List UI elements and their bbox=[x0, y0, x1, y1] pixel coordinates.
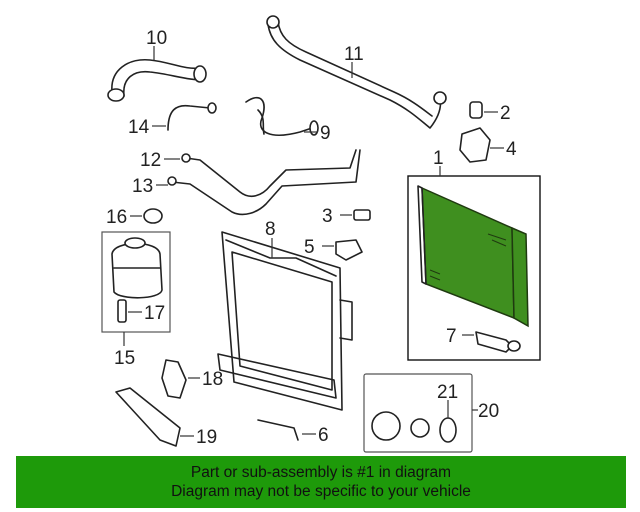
part-7-drain-plug bbox=[475, 331, 521, 353]
part-15-reservoir bbox=[111, 237, 163, 299]
callout-1: 1 bbox=[433, 148, 444, 169]
part-5-bracket bbox=[335, 239, 363, 261]
callout-10: 10 bbox=[146, 28, 167, 49]
banner-line-2: Diagram may not be specific to your vehi… bbox=[171, 483, 471, 500]
callout-20: 20 bbox=[478, 401, 499, 422]
part-10-upper-hose bbox=[107, 59, 207, 102]
callout-5: 5 bbox=[304, 237, 315, 258]
part-18-valve bbox=[161, 359, 187, 399]
part-12-13-pipes bbox=[167, 149, 361, 216]
callout-12: 12 bbox=[140, 150, 161, 171]
callout-7: 7 bbox=[446, 326, 457, 347]
part-2-sensor bbox=[469, 101, 483, 119]
callout-3: 3 bbox=[322, 206, 333, 227]
banner-line-1: Part or sub-assembly is #1 in diagram bbox=[190, 464, 452, 481]
callout-13: 13 bbox=[132, 176, 153, 197]
callout-11: 11 bbox=[344, 44, 364, 65]
callout-14: 14 bbox=[128, 117, 150, 138]
part-9-hose bbox=[245, 96, 319, 136]
group-box-1 bbox=[407, 175, 541, 361]
callout-16: 16 bbox=[106, 207, 127, 228]
part-1-radiator bbox=[417, 185, 529, 328]
callout-17: 17 bbox=[144, 303, 165, 324]
part-19-air-guide bbox=[115, 387, 181, 447]
part-8-frame bbox=[217, 231, 353, 411]
part-11-long-hose bbox=[266, 15, 447, 129]
callout-2: 2 bbox=[500, 103, 511, 124]
part-3-clip bbox=[353, 209, 371, 221]
callout-4: 4 bbox=[506, 139, 517, 160]
part-20-thermostat-housing bbox=[371, 411, 430, 441]
part-17-sensor bbox=[117, 299, 127, 323]
group-box-15 bbox=[101, 231, 171, 333]
part-16-cap bbox=[143, 208, 163, 224]
callout-15: 15 bbox=[114, 348, 135, 369]
group-box-20 bbox=[363, 373, 473, 453]
callout-8: 8 bbox=[265, 219, 276, 240]
callout-21: 21 bbox=[437, 382, 458, 403]
callout-18: 18 bbox=[202, 369, 223, 390]
info-banner: Part or sub-assembly is #1 in diagram Di… bbox=[16, 456, 626, 508]
part-14-hose bbox=[167, 102, 217, 131]
part-4-bracket bbox=[459, 127, 491, 163]
callout-9: 9 bbox=[320, 123, 331, 144]
callout-19: 19 bbox=[196, 427, 217, 448]
part-6-bracket bbox=[257, 419, 299, 441]
part-21-seal-ring bbox=[439, 417, 457, 443]
callout-6: 6 bbox=[318, 425, 329, 446]
parts-diagram: 10 11 2 4 14 9 12 13 bbox=[101, 15, 541, 453]
